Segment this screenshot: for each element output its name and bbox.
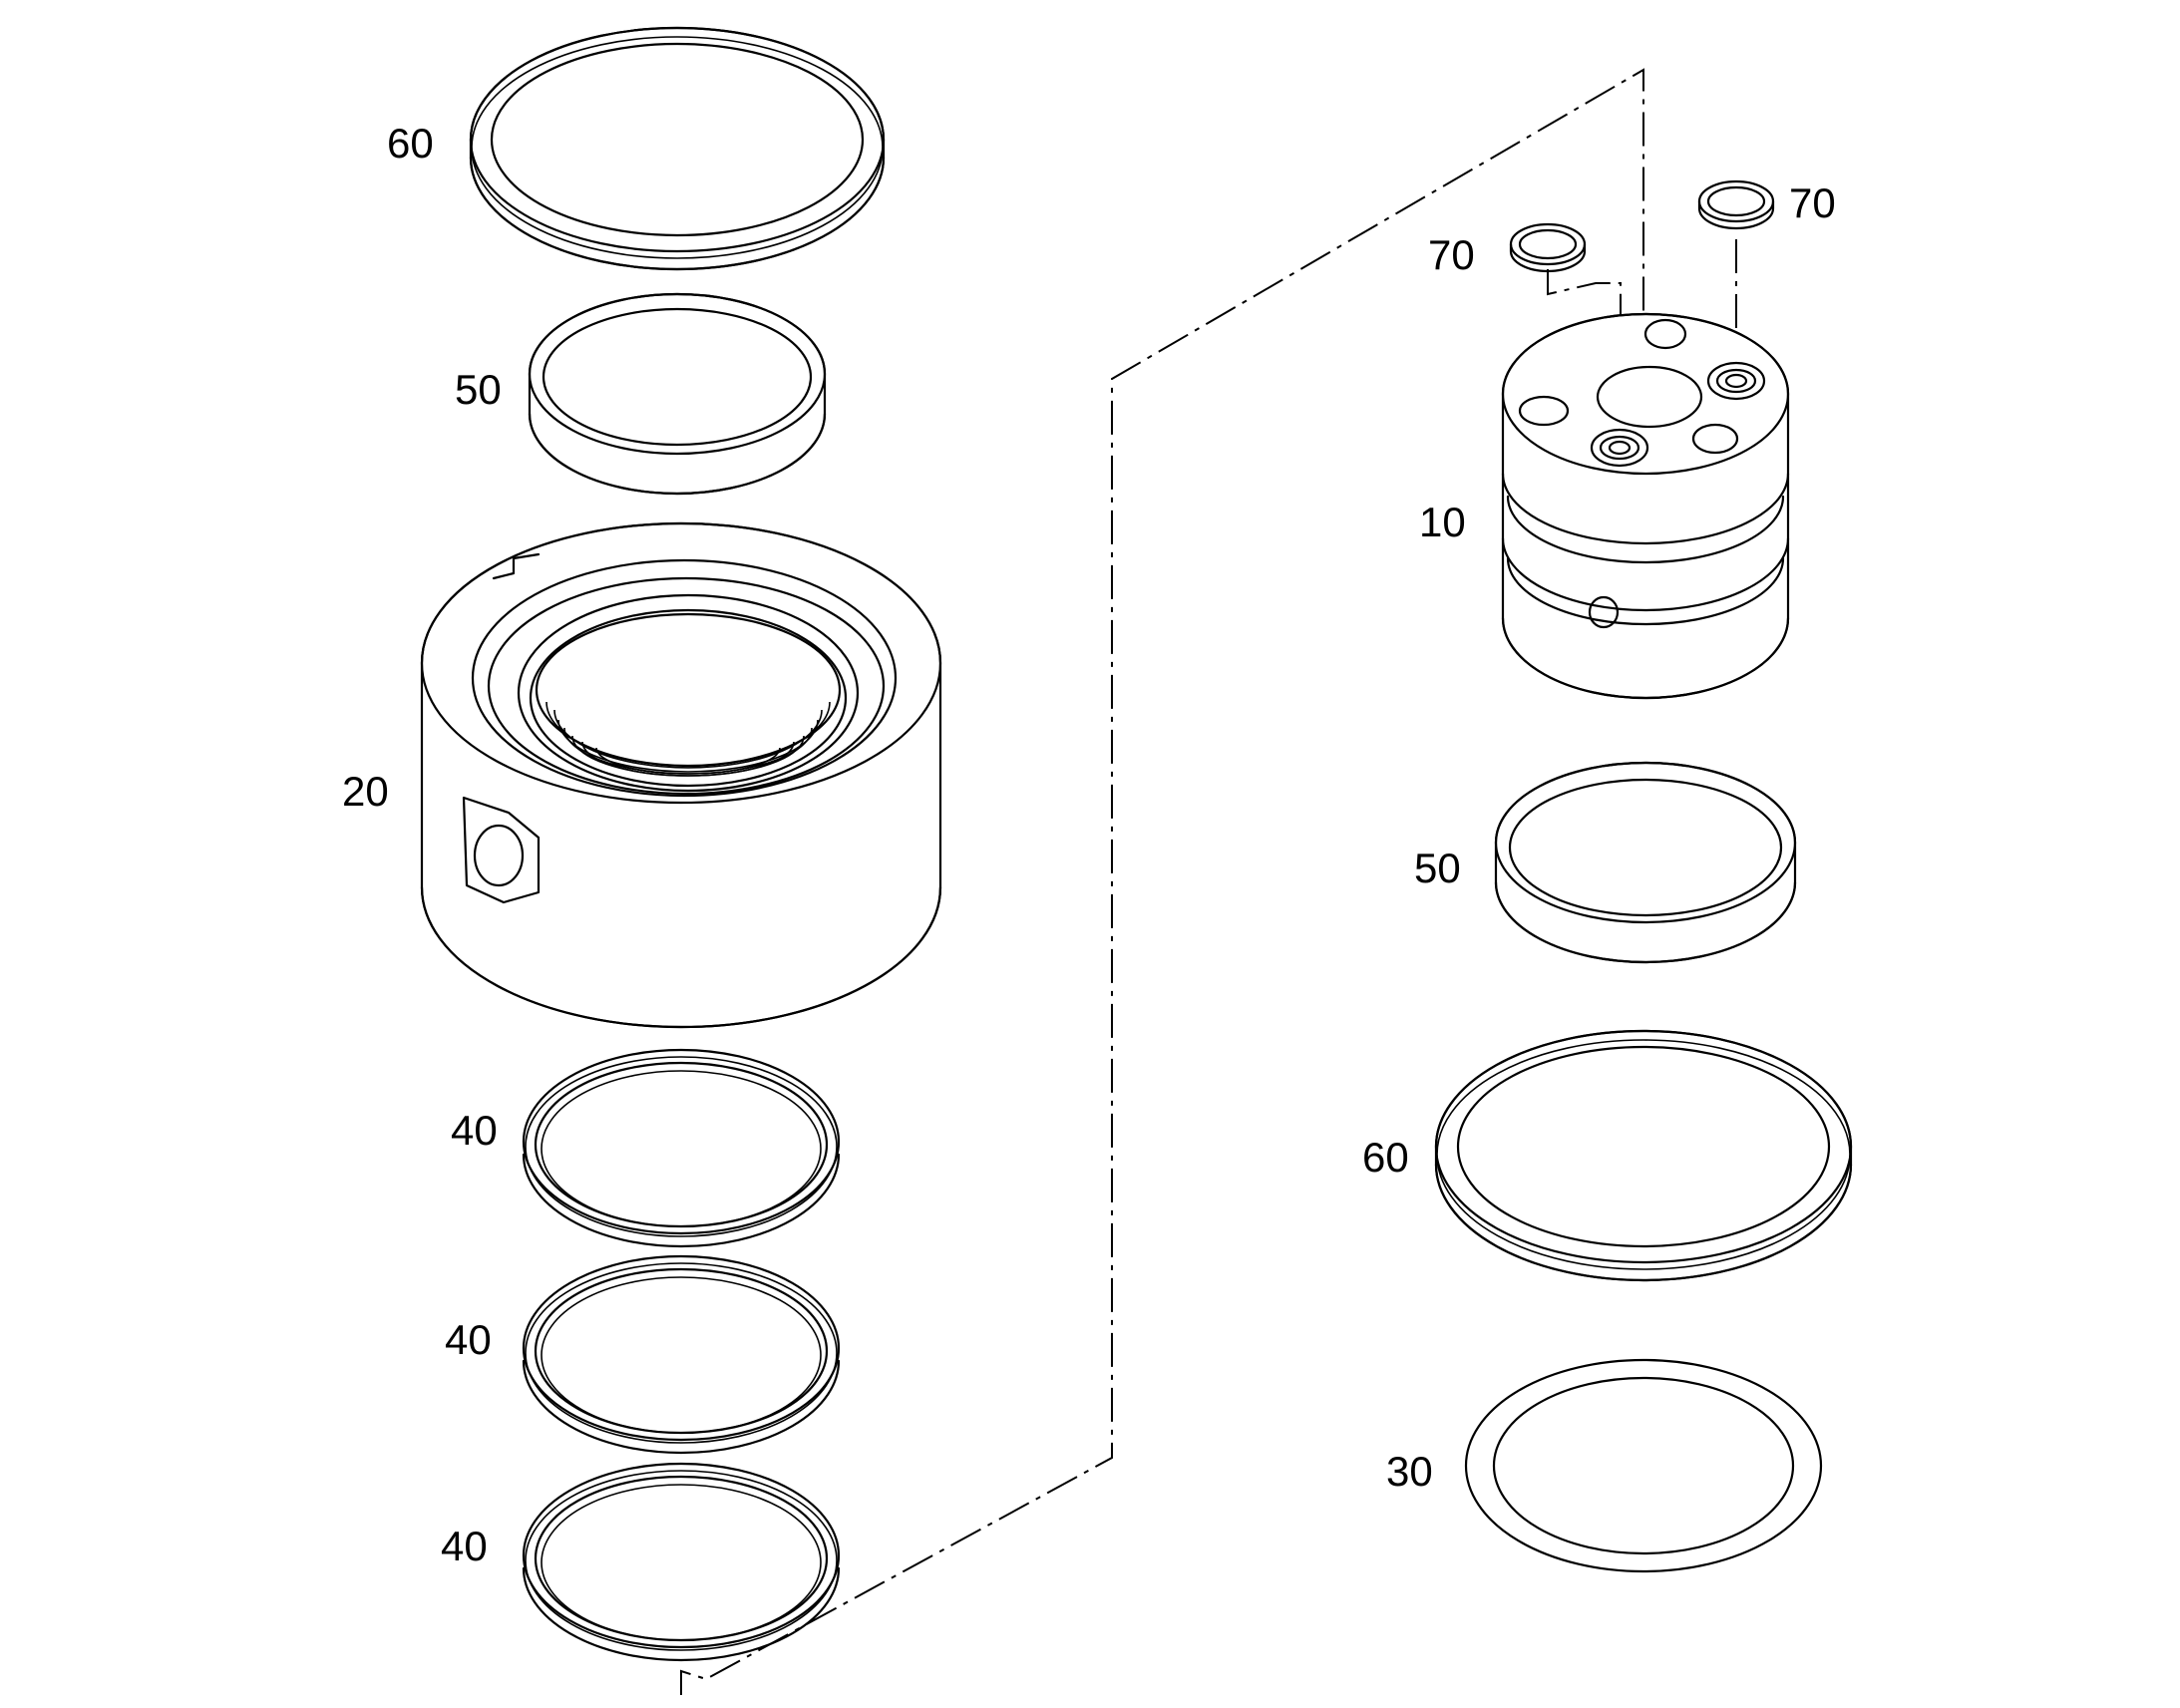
part-50-bearing-ring-left bbox=[528, 292, 827, 496]
callout-left-50: 50 bbox=[455, 366, 502, 413]
callout-right-10: 10 bbox=[1419, 499, 1466, 545]
callout-right-70-b: 70 bbox=[1789, 179, 1836, 226]
part-10-rotor bbox=[1501, 312, 1790, 700]
part-30-washer bbox=[1464, 1358, 1823, 1573]
part-40-o-ring-2 bbox=[522, 1254, 841, 1455]
part-50-bearing-ring-right bbox=[1494, 761, 1797, 964]
part-40-o-ring-3 bbox=[522, 1462, 841, 1662]
callout-right-60: 60 bbox=[1362, 1134, 1409, 1181]
part-20-housing bbox=[420, 521, 942, 1029]
part-70-small-seal-right bbox=[1697, 179, 1775, 230]
part-60-seal-ring-left bbox=[469, 26, 886, 271]
callout-left-40-a: 40 bbox=[451, 1107, 498, 1154]
part-40-o-ring-1 bbox=[522, 1048, 841, 1248]
callout-right-50: 50 bbox=[1414, 845, 1461, 891]
callout-left-60: 60 bbox=[387, 120, 434, 167]
assembly-centerline bbox=[680, 68, 1644, 1695]
callout-left-40-b: 40 bbox=[445, 1316, 492, 1363]
callout-left-40-c: 40 bbox=[441, 1523, 488, 1569]
part-70-small-seal-left bbox=[1509, 222, 1587, 273]
part-60-seal-ring-right bbox=[1434, 1029, 1853, 1282]
callout-right-30: 30 bbox=[1386, 1448, 1433, 1495]
callout-right-70-a: 70 bbox=[1428, 231, 1475, 278]
callout-left-20: 20 bbox=[342, 768, 389, 815]
